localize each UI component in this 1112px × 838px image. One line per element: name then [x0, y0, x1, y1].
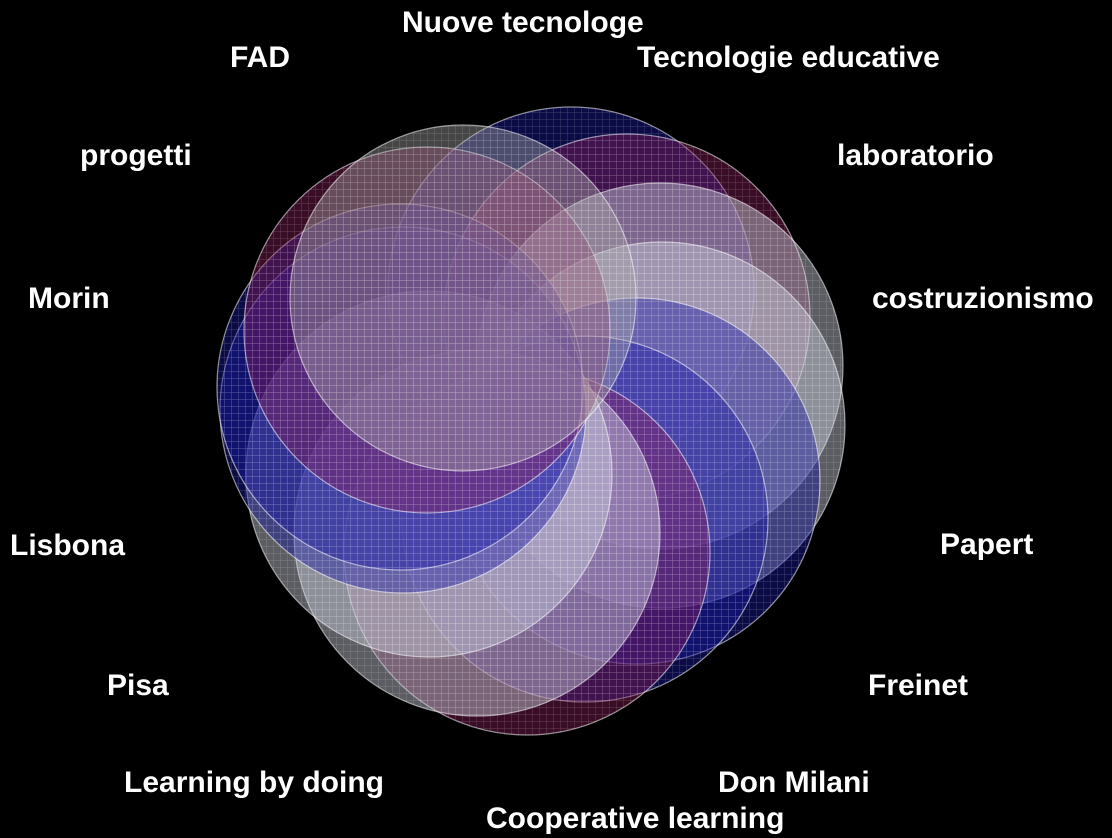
label-lisbona: Lisbona [10, 529, 126, 562]
label-don-milani: Don Milani [718, 766, 870, 799]
label-fad: FAD [230, 41, 290, 74]
label-progetti: progetti [80, 139, 192, 172]
overlapping-circles [216, 106, 846, 736]
label-cooperative-learning: Cooperative learning [486, 802, 785, 835]
label-learning-by-doing: Learning by doing [124, 766, 384, 799]
label-pisa: Pisa [107, 669, 169, 702]
label-tecnologie-educative: Tecnologie educative [637, 41, 940, 74]
label-costruzionismo: costruzionismo [872, 282, 1094, 315]
label-laboratorio: laboratorio [837, 139, 994, 172]
label-morin: Morin [28, 282, 110, 315]
circle-texture-13 [290, 125, 636, 471]
label-papert: Papert [940, 528, 1034, 561]
label-nuove-tecnologie: Nuove tecnologe [402, 6, 644, 39]
label-freinet: Freinet [868, 669, 969, 702]
